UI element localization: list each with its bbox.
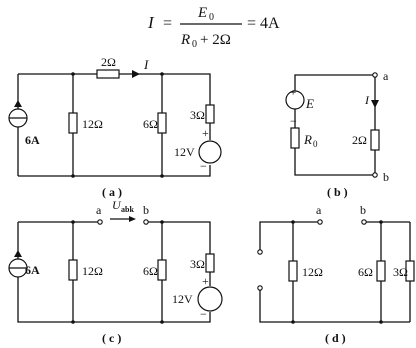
- current-arrow-a: [132, 70, 140, 78]
- junction-dot: [71, 220, 75, 224]
- r2-label-c: 6Ω: [143, 264, 158, 278]
- caption-c: ( c ): [102, 331, 121, 345]
- current-source-arrow-c: [14, 250, 22, 257]
- terminal-a-d: [317, 219, 323, 225]
- r3-label-d: 3Ω: [393, 265, 408, 279]
- resistor-6ohm-a: [157, 112, 167, 134]
- formula-eq: =: [163, 15, 172, 32]
- junction-dot: [160, 320, 164, 324]
- circuit-b: + − E R 0 2Ω I a b ( b ): [285, 69, 389, 199]
- plus-sign-b: +: [290, 87, 296, 99]
- minus-sign-b: −: [290, 114, 297, 128]
- plus-sign-c: +: [202, 274, 209, 288]
- r-series-label-a: 2Ω: [101, 55, 116, 69]
- resistor-12ohm-a: [68, 112, 78, 134]
- node-a-label-c: a: [96, 203, 102, 217]
- r1-label-a: 12Ω: [82, 117, 103, 131]
- source-label-a: 6A: [25, 133, 40, 147]
- junction-dot: [71, 72, 75, 76]
- junction-dot: [71, 320, 75, 324]
- terminal-b-c: [143, 219, 149, 225]
- r0-sub-b: 0: [313, 139, 318, 149]
- circuit-a: 6A 2Ω I 12Ω 6Ω 3Ω + − 12V ( a ): [8, 55, 222, 199]
- voltage-source-c: [197, 286, 223, 312]
- caption-d: ( d ): [325, 331, 346, 345]
- plus-sign-a: +: [202, 126, 209, 140]
- node-b-label-c: b: [143, 203, 149, 217]
- emf-source-b: [285, 90, 305, 110]
- terminal-b-d: [361, 219, 367, 225]
- voltage-label-c: U: [112, 198, 122, 212]
- wire-bottom-a: [18, 165, 211, 177]
- emf-label-b: E: [305, 96, 314, 111]
- node-b-label-d: b: [360, 203, 366, 217]
- voltage-source-a: [198, 140, 222, 164]
- junction-dot: [379, 220, 383, 224]
- current-arrow-b: [371, 100, 379, 108]
- junction-dot: [160, 72, 164, 76]
- current-source-arrow-a: [14, 100, 22, 107]
- open-port-bottom-d: [257, 285, 263, 291]
- junction-dot: [160, 220, 164, 224]
- formula-lhs: I: [147, 13, 155, 32]
- formula-rhs: = 4A: [247, 15, 280, 32]
- r3-label-a: 3Ω: [190, 108, 205, 122]
- terminal-a-b: [372, 72, 378, 78]
- formula-numerator-sub: 0: [209, 12, 214, 23]
- junction-dot: [291, 320, 295, 324]
- node-a-label-d: a: [316, 203, 322, 217]
- resistor-6ohm-c: [157, 259, 167, 281]
- circuit-c: 6A a b U abk 12Ω 6Ω 3Ω + − 12V ( c ): [8, 198, 223, 345]
- resistor-12ohm-c: [68, 259, 78, 281]
- node-b-label-b: b: [383, 170, 389, 184]
- junction-dot: [71, 174, 75, 178]
- caption-a: ( a ): [102, 185, 122, 199]
- junction-dot: [160, 174, 164, 178]
- current-label-a: I: [143, 57, 149, 72]
- current-label-b: I: [364, 93, 370, 107]
- resistor-r0-b: [290, 127, 300, 149]
- wire-top-right-c: [148, 221, 211, 254]
- resistor-12ohm-d: [288, 260, 298, 282]
- terminal-a-c: [97, 219, 103, 225]
- resistor-3ohm-d: [405, 260, 415, 282]
- formula-denominator-rest: + 2Ω: [200, 32, 231, 48]
- resistor-3ohm-a: [205, 104, 215, 124]
- source-label-c: 6A: [25, 263, 40, 277]
- terminal-b-b: [372, 172, 378, 178]
- minus-sign-c: −: [200, 307, 207, 321]
- resistor-2ohm-a: [96, 69, 120, 79]
- voltage-sub-c: abk: [121, 205, 134, 214]
- voltage-arrow-head-c: [129, 216, 136, 222]
- wire-bottom-c: [17, 222, 211, 323]
- wire-bottom-d: [259, 290, 410, 323]
- voltage-label-a: 12V: [174, 145, 195, 159]
- caption-b: ( b ): [327, 185, 348, 199]
- r3-label-c: 3Ω: [190, 257, 205, 271]
- wire-outer-b: [294, 74, 375, 176]
- junction-dot: [379, 320, 383, 324]
- formula-numerator: E: [197, 5, 207, 21]
- voltage-value-c: 12V: [172, 292, 193, 306]
- r1-label-d: 12Ω: [302, 265, 323, 279]
- resistor-2ohm-b: [370, 129, 380, 151]
- circuit-d: a b 12Ω 6Ω 3Ω ( d ): [257, 203, 415, 345]
- resistor-6ohm-d: [376, 260, 386, 282]
- resistor-3ohm-c: [205, 253, 215, 273]
- open-port-top-d: [257, 249, 263, 255]
- formula-denominator-sub: 0: [192, 39, 197, 50]
- r2-label-a: 6Ω: [143, 117, 158, 131]
- r-load-label-b: 2Ω: [352, 133, 367, 147]
- node-a-label-b: a: [383, 69, 389, 83]
- r1-label-c: 12Ω: [82, 264, 103, 278]
- wire-top-a: [18, 73, 211, 105]
- formula-denominator-r: R: [180, 32, 190, 48]
- thevenin-current-formula: I = E 0 R 0 + 2Ω = 4A: [147, 5, 280, 50]
- wire-top-left-d: [259, 221, 318, 250]
- r0-label-b: R: [303, 132, 312, 147]
- minus-sign-a: −: [200, 159, 207, 173]
- junction-dot: [291, 220, 295, 224]
- r2-label-d: 6Ω: [358, 265, 373, 279]
